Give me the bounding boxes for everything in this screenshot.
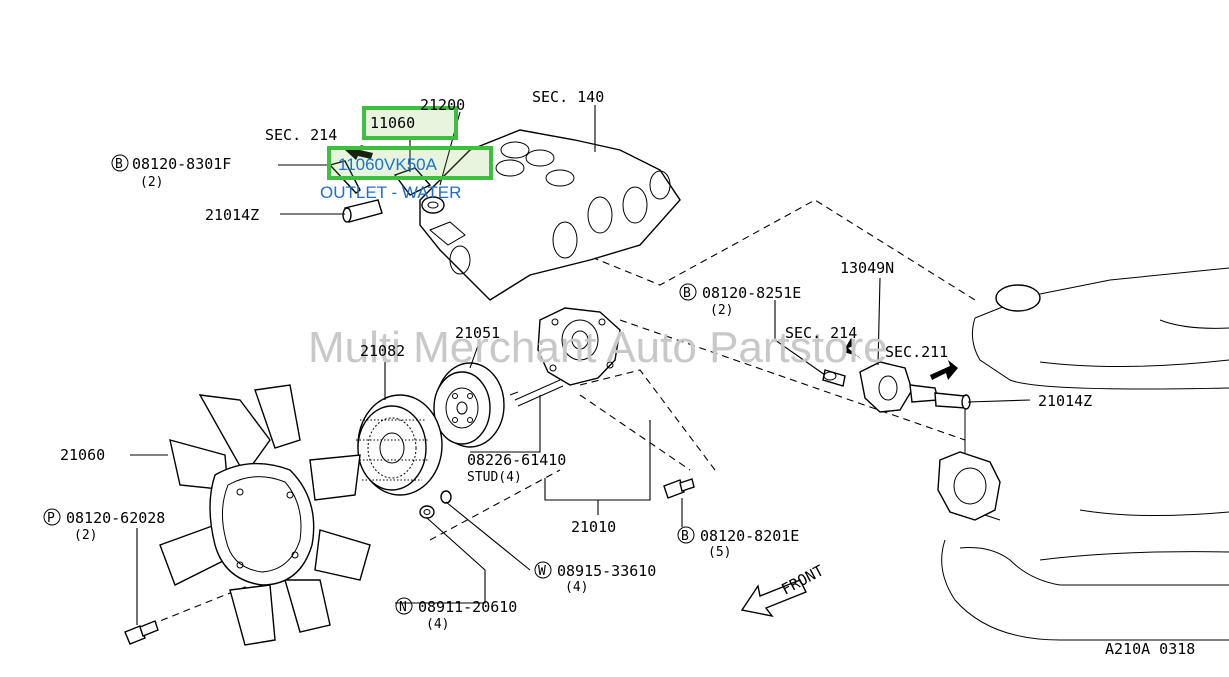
marker-circle-w (534, 561, 552, 579)
callout-sec-211: SEC.211 (885, 343, 948, 361)
intake-manifold-drawing (328, 129, 681, 301)
marker-p: P (47, 511, 55, 526)
marker-b3: B (681, 529, 689, 544)
water-pump-drawing (509, 307, 621, 407)
water-inlet-drawing (345, 145, 971, 413)
callout-washer-qty: (4) (565, 580, 588, 595)
highlight-box-11060[interactable] (362, 106, 458, 140)
marker-b2: B (683, 286, 691, 301)
marker-w: W (538, 564, 546, 579)
fan-clutch-drawing (356, 394, 443, 496)
callout-washer-08915-33610: 08915-33610 (557, 562, 656, 580)
marker-b1: B (115, 157, 123, 172)
callout-bolt-08120-8201e-qty: (5) (708, 545, 731, 560)
highlight-box-11060vk50a[interactable] (327, 146, 493, 180)
callout-stud-08226-61410: 08226-61410 (467, 451, 566, 469)
marker-n: N (399, 600, 407, 615)
highlight-part-number[interactable]: 11060VK50A (338, 155, 438, 174)
callout-21082: 21082 (360, 342, 405, 360)
callout-21014z-top: 21014Z (205, 206, 259, 224)
callout-bolt-08120-8301f-qty: (2) (140, 175, 163, 190)
figure-code: A210A 0318 (1105, 640, 1195, 658)
front-direction-arrow (740, 579, 807, 618)
highlight-part-desc: OUTLET - WATER (320, 183, 461, 202)
callout-sec-140: SEC. 140 (532, 88, 604, 106)
callout-bolt-08120-62028: 08120-62028 (66, 509, 165, 527)
watermark: Multi Merchant Auto Partstore (308, 323, 888, 372)
callout-bolt-08120-8251e-qty: (2) (710, 303, 733, 318)
callout-bolt-08120-62028-qty: (2) (74, 528, 97, 543)
callout-bolt-08120-8251e: 08120-8251E (702, 284, 801, 302)
fasteners-drawing (124, 478, 695, 645)
callout-stud-desc: STUD(4) (467, 470, 522, 485)
engine-block-drawing (937, 267, 1229, 641)
callout-13049n: 13049N (840, 259, 894, 277)
callout-bolt-08120-8201e: 08120-8201E (700, 527, 799, 545)
highlight-11060-label[interactable]: 11060 (370, 114, 415, 132)
callout-nut-08911-20610: 08911-20610 (418, 598, 517, 616)
callout-21014z-right: 21014Z (1038, 392, 1092, 410)
callout-21010: 21010 (571, 518, 616, 536)
marker-circle-b1 (111, 154, 129, 172)
callout-21051: 21051 (455, 324, 500, 342)
pulley-drawing (433, 362, 505, 448)
callout-21200: 21200 (420, 96, 465, 114)
callout-sec-214-top: SEC. 214 (265, 126, 337, 144)
callout-21060: 21060 (60, 446, 105, 464)
cooling-fan-drawing (159, 384, 371, 646)
marker-circle-b3 (677, 526, 695, 544)
marker-circle-n (395, 597, 413, 615)
marker-circle-p (43, 508, 61, 526)
callout-bolt-08120-8301f: 08120-8301F (132, 155, 231, 173)
callout-nut-qty: (4) (426, 617, 449, 632)
marker-circle-b2 (679, 283, 697, 301)
callout-sec-214-right: SEC. 214 (785, 324, 857, 342)
